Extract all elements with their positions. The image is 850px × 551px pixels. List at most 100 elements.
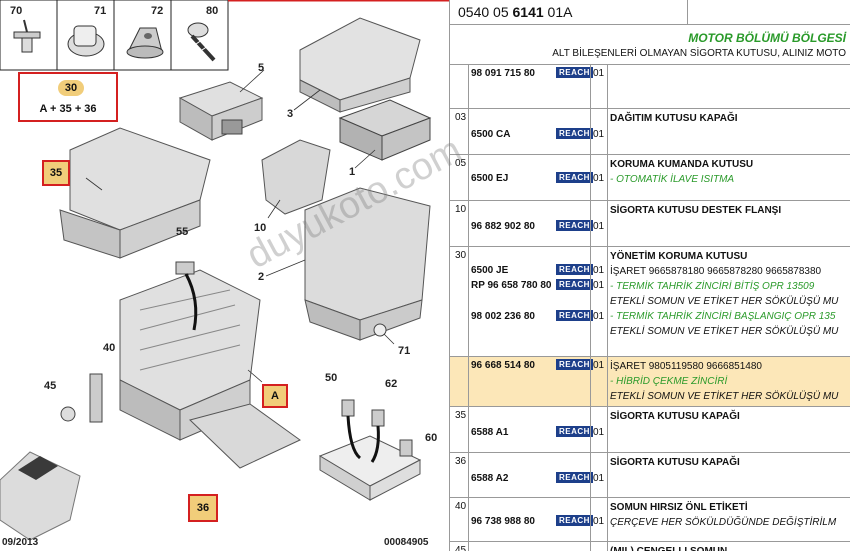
callout-45: 45 [44, 380, 57, 392]
callout-5: 5 [258, 62, 265, 74]
part-description: ETEKLİ SOMUN VE ETİKET HER SÖKÜLÜŞÜ MU [610, 296, 839, 307]
part-reference[interactable]: 96 668 514 80 [471, 360, 535, 371]
part-reference[interactable]: 98 091 715 80 [471, 68, 535, 79]
push-clip-icon [67, 25, 105, 57]
quantity: 01 [593, 265, 605, 276]
part-description: KORUMA KUMANDA KUTUSU [610, 159, 754, 170]
callout-60: 60 [425, 432, 438, 444]
section-subtitle: ALT BİLEŞENLERİ OLMAYAN SİGORTA KUTUSU, … [552, 48, 846, 59]
part-reference[interactable]: 6588 A1 [471, 427, 509, 438]
quantity: 01 [593, 173, 605, 184]
protection-control-box [178, 81, 264, 141]
callout-1: 1 [349, 166, 356, 178]
catalog-code: 0540 05 6141 01A [458, 4, 572, 20]
part-description: - TERMİK TAHRİK ZİNCİRİ BAŞLANGIÇ OPR 13… [610, 311, 836, 322]
callout-50: 50 [325, 372, 338, 384]
callout-62: 62 [385, 378, 398, 390]
part-reference-alt[interactable]: 98 002 236 80 [471, 311, 535, 322]
reach-badge: REACH [556, 515, 593, 526]
exploded-parts-diagram: 70 71 72 80 30 A + 35 + 36 5 3 1 35 10 2… [0, 0, 450, 551]
fuse-box-cover-36 [189, 403, 301, 469]
quantity: 01 [593, 311, 605, 322]
callout-A: A [262, 384, 288, 408]
reach-badge: REACH [556, 359, 593, 370]
quantity: 01 [593, 360, 605, 371]
quantity: 01 [593, 516, 605, 527]
fastener-label-71: 71 [94, 5, 107, 17]
reach-badge: REACH [556, 310, 593, 321]
anti-theft-nut-label [89, 373, 103, 423]
screw-icon [187, 22, 216, 62]
formula-text: A + 35 + 36 [39, 103, 97, 115]
part-55-icon [175, 261, 195, 275]
item-number: 10 [455, 204, 467, 215]
part-description: SİGORTA KUTUSU KAPAĞI [610, 411, 740, 422]
part-reference-alt[interactable]: RP 96 658 780 80 [471, 280, 552, 291]
part-description: İŞARET 9665878180 9665878280 9665878380 [610, 266, 822, 277]
distribution-box-cover [299, 17, 421, 113]
part-description: YÖNETİM KORUMA KUTUSU [610, 251, 748, 262]
code-prefix: 0540 05 [458, 4, 513, 20]
reach-badge: REACH [556, 426, 593, 437]
nut-45-icon [60, 406, 76, 422]
parts-list-panel: 0540 05 6141 01A MOTOR BÖLÜMÜ BÖLGESİ AL… [450, 0, 850, 551]
diagram-drawing [0, 0, 449, 541]
callout-3: 3 [287, 108, 294, 120]
part-description: SİGORTA KUTUSU DESTEK FLANŞI [610, 205, 782, 216]
reach-badge: REACH [556, 128, 593, 139]
reach-badge: REACH [556, 472, 593, 483]
part-description: - HİBRİD ÇEKME ZİNCİRİ [610, 376, 728, 387]
code-suffix: 01A [543, 4, 573, 20]
quantity: 01 [593, 129, 605, 140]
reach-badge: REACH [556, 279, 593, 290]
table-row[interactable]: 30 6500 JE RP 96 658 780 80 98 002 236 80 RE… [450, 246, 850, 356]
part-description: İŞARET 9805119580 9666851480 [610, 361, 762, 372]
part-description: SİGORTA KUTUSU KAPAĞI [610, 457, 740, 468]
diagram-ref: 00084905 [384, 537, 429, 548]
code-main: 6141 [512, 4, 544, 20]
item-number: 36 [455, 456, 467, 467]
part-description: ETEKLİ SOMUN VE ETİKET HER SÖKÜLÜŞÜ MU [610, 391, 839, 402]
part-description: SOMUN HIRSIZ ÖNL ETİKETİ [610, 502, 748, 513]
callout-40: 40 [103, 342, 116, 354]
table-row[interactable]: 45 (MIL) CENGELLI SOMUN [450, 541, 850, 551]
part-description: (MIL) CENGELLI SOMUN [610, 546, 727, 551]
part-reference[interactable]: 6588 A2 [471, 473, 509, 484]
fuse-holder [318, 399, 422, 501]
reach-badge: REACH [556, 220, 593, 231]
rivet-icon [13, 19, 41, 53]
reach-badge: REACH [556, 264, 593, 275]
part-reference[interactable]: 6500 JE [471, 265, 509, 276]
callout-55: 55 [176, 226, 189, 238]
item-number: 03 [455, 112, 467, 123]
part-reference[interactable]: 6500 EJ [471, 173, 509, 184]
part-description: ÇERÇEVE HER SÖKÜLDÜĞÜNDE DEĞİŞTİRİLM [610, 517, 837, 528]
item-number: 45 [455, 545, 467, 551]
item-number: 40 [455, 501, 467, 512]
clip-71-icon [373, 323, 387, 337]
item-number: 30 [455, 250, 467, 261]
part-reference[interactable]: 96 882 902 80 [471, 221, 535, 232]
diagram-date: 09/2013 [2, 537, 39, 548]
fuse-box-housing [304, 187, 431, 341]
callout-36: 36 [188, 494, 218, 522]
quantity: 01 [593, 221, 605, 232]
fuse-box-main [119, 269, 261, 441]
item-number: 35 [455, 410, 467, 421]
callout-10: 10 [254, 222, 267, 234]
part-reference[interactable]: 96 738 988 80 [471, 516, 535, 527]
fastener-label-70: 70 [10, 5, 23, 17]
callout-35: 35 [42, 160, 70, 186]
fastener-label-72: 72 [151, 5, 164, 17]
section-title: MOTOR BÖLÜMÜ BÖLGESİ [688, 31, 846, 45]
flange-nut-icon [126, 27, 164, 59]
part-reference[interactable]: 6500 CA [471, 129, 511, 140]
